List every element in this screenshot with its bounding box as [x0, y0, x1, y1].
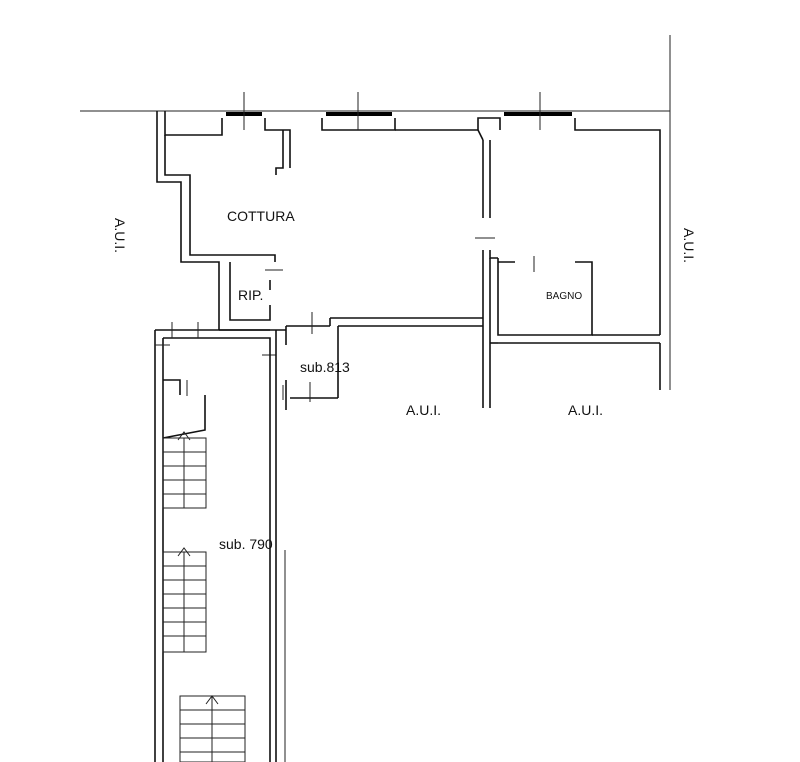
internal-walls — [219, 129, 660, 410]
label-sub-790: sub. 790 — [219, 536, 273, 552]
label-rip: RIP. — [238, 287, 263, 303]
label-bagno: BAGNO — [546, 291, 582, 302]
label-aui-left: A.U.I. — [112, 218, 128, 253]
stair-flight-3 — [179, 695, 246, 762]
label-sub-813: sub.813 — [300, 359, 350, 375]
stair-corridor — [154, 322, 286, 762]
property-boundary — [80, 35, 671, 390]
windows — [226, 92, 572, 130]
label-cottura: COTTURA — [227, 208, 295, 224]
label-aui-bottom-right: A.U.I. — [568, 402, 603, 418]
stair-flight-1 — [162, 431, 207, 509]
label-aui-bottom-center: A.U.I. — [406, 402, 441, 418]
outer-wall — [156, 111, 661, 390]
door-markers — [262, 237, 535, 402]
label-aui-right: A.U.I. — [681, 228, 697, 263]
stair-flight-2 — [162, 547, 207, 653]
